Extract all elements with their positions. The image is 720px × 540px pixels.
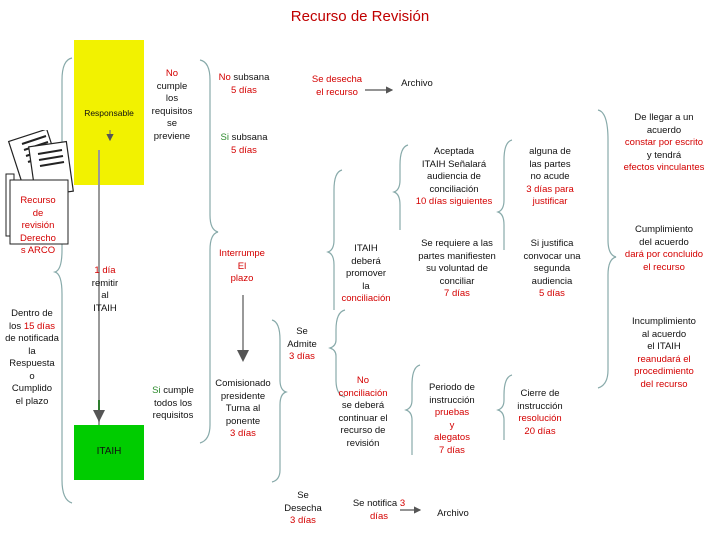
de-llegar-text: De llegar a un acuerdo constar por escri… bbox=[623, 112, 705, 173]
page-title: Recurso de Revisión bbox=[290, 8, 430, 25]
si-cumple-text: Si cumple todos los requisitos bbox=[152, 385, 194, 421]
se-desecha-text: Se desecha el recurso bbox=[311, 74, 363, 98]
un-dia-text: 1 día remitir al ITAIH bbox=[91, 265, 119, 314]
recurso-doc-label: Recurso de revisión Derecho s ARCO bbox=[20, 195, 56, 256]
aceptada-text: Aceptada ITAIH Señalará audiencia de con… bbox=[415, 146, 493, 207]
cierre-text: Cierre de instrucción resolución 20 días bbox=[517, 388, 563, 437]
alguna-text: alguna de las partes no acude 3 días par… bbox=[526, 146, 574, 207]
incumplimiento-text: Incumplimiento al acuerdo el ITAIH reanu… bbox=[632, 316, 696, 390]
cumplimiento-text: Cumplimiento del acuerdo dará por conclu… bbox=[624, 224, 704, 273]
se-notifica-text: Se notifica 3 días bbox=[352, 498, 406, 522]
no-conciliacion-text: No conciliación se deberá continuar el r… bbox=[338, 375, 388, 449]
si-subsana-text: Si subsana 5 días bbox=[220, 132, 268, 156]
no-cumple-text: No cumple los requisitos se previene bbox=[151, 68, 193, 142]
document-stack-icon bbox=[5, 130, 74, 245]
no-subsana-text: No subsana 5 días bbox=[218, 72, 270, 96]
archivo-1: Archivo bbox=[401, 78, 433, 89]
interrumpe-text: Interrumpe El plazo bbox=[219, 248, 265, 284]
responsable-label: Responsable bbox=[84, 108, 134, 118]
periodo-text: Periodo de instrucción pruebas y alegato… bbox=[429, 382, 475, 456]
comisionado-text: Comisionado presidente Turna al ponente … bbox=[215, 378, 271, 439]
archivo-2: Archivo bbox=[437, 508, 469, 519]
itaih-promover-text: ITAIH deberá promover la conciliación bbox=[341, 243, 391, 304]
se-admite-text: Se Admite 3 días bbox=[287, 326, 317, 362]
si-justifica-text: Si justifica convocar una segunda audien… bbox=[523, 238, 581, 299]
se-desecha-2-text: Se Desecha 3 días bbox=[284, 490, 322, 526]
itaih-box bbox=[74, 425, 144, 480]
se-requiere-text: Se requiere a las partes manifiesten su … bbox=[418, 238, 496, 299]
plazo-text: Dentro de los 15 días de notificada la R… bbox=[5, 308, 59, 407]
itaih-box-label: ITAIH bbox=[96, 446, 122, 457]
responsable-box bbox=[74, 40, 144, 185]
